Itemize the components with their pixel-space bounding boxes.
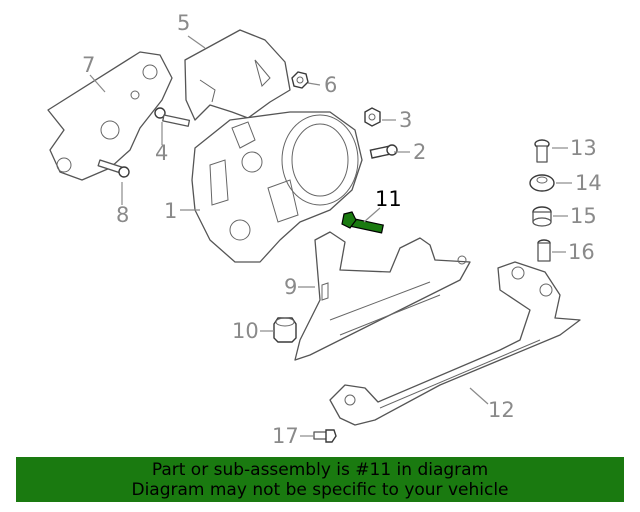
part-2-bolt (369, 144, 398, 159)
part-10-bushing (273, 317, 297, 343)
part-3-nut (364, 107, 381, 127)
part-6-nut (291, 71, 309, 89)
callout-1: 1 (164, 199, 177, 223)
parts-diagram: 1 2 3 4 5 6 7 8 9 10 11 12 13 14 15 16 1… (47, 11, 602, 448)
callout-8: 8 (116, 203, 129, 227)
part-14-washer (529, 174, 555, 192)
callout-7: 7 (82, 53, 95, 77)
callout-13: 13 (570, 136, 597, 160)
leader-lines (89, 35, 572, 437)
part-17-bolt (313, 429, 337, 443)
banner-line-disclaimer: Diagram may not be specific to your vehi… (131, 480, 509, 500)
callout-4: 4 (155, 141, 168, 165)
part-9-mount-bracket (294, 231, 471, 361)
part-1-compressor (191, 111, 363, 263)
callout-12: 12 (488, 398, 515, 422)
part-7-bracket (47, 51, 173, 181)
part-11-bolt (341, 211, 384, 234)
part-8-bolt (97, 159, 130, 178)
callout-17: 17 (272, 424, 299, 448)
callout-16: 16 (568, 240, 595, 264)
diagram-notice-banner: Part or sub-assembly is #11 in diagram D… (16, 457, 624, 502)
callout-5: 5 (177, 11, 190, 35)
part-16-sleeve (537, 239, 551, 262)
part-12-crossmember (329, 261, 581, 426)
callout-14: 14 (575, 171, 602, 195)
part-13-bolt (534, 139, 550, 163)
banner-line-part-number: Part or sub-assembly is #11 in diagram (151, 460, 489, 480)
part-5-heat-shield (184, 29, 291, 121)
callout-15: 15 (570, 204, 597, 228)
callout-3: 3 (399, 108, 412, 132)
callout-2: 2 (413, 140, 426, 164)
callout-6: 6 (324, 73, 337, 97)
callout-9: 9 (284, 275, 297, 299)
part-4-bolt (154, 107, 191, 127)
callout-11: 11 (375, 187, 402, 211)
part-15-bushing (532, 206, 552, 227)
callout-10: 10 (232, 319, 259, 343)
